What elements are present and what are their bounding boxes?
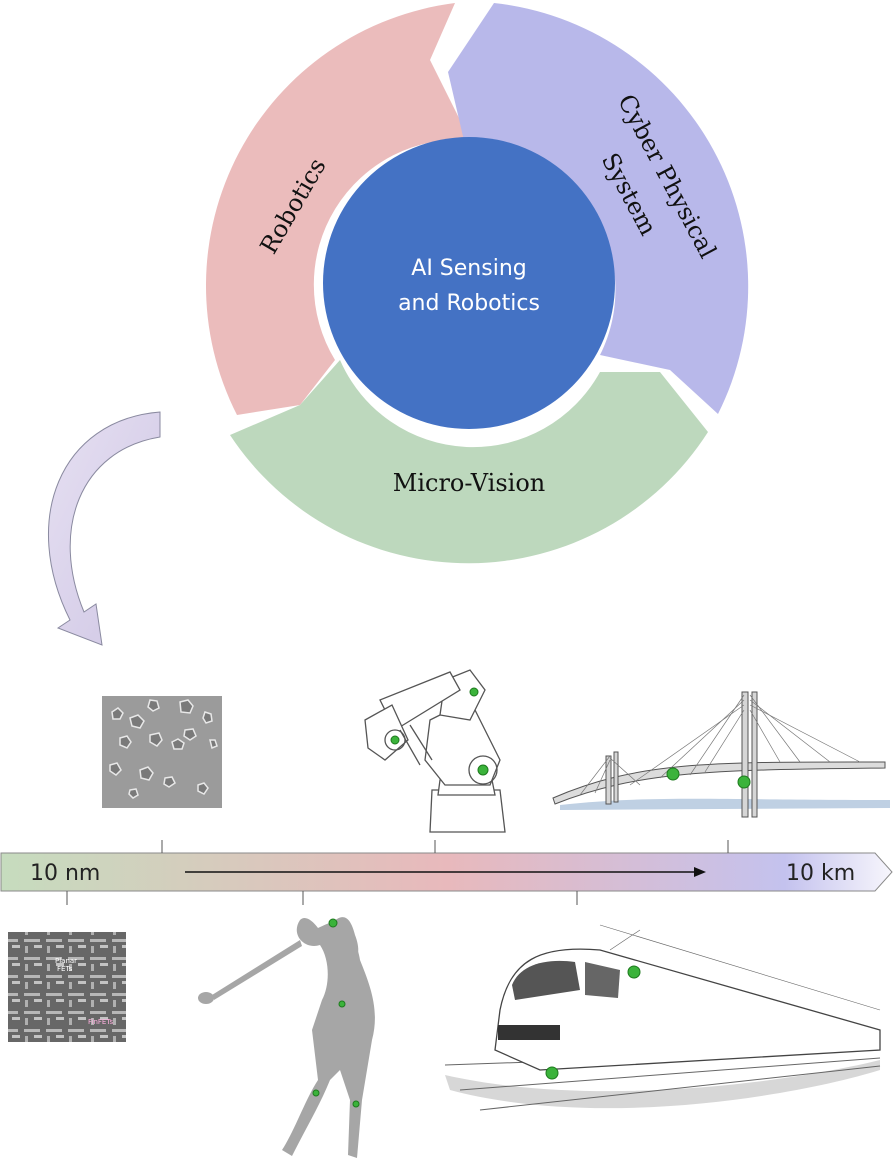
center-label-line2: and Robotics (398, 291, 540, 316)
center-label-line1: AI Sensing (411, 256, 526, 281)
sensor-dot (545, 1066, 559, 1080)
segment-cyber-physical-system (448, 3, 749, 414)
scale-bar: 10 nm 10 km (0, 840, 893, 905)
chip-label-finfet: FinFETs (88, 1018, 113, 1026)
bridge-illustration (552, 691, 890, 818)
sensor-dot (390, 735, 400, 745)
sensor-dots (312, 687, 751, 1108)
scale-inner-arrowhead (694, 867, 706, 877)
cycle-diagram: AI Sensing and Robotics Robotics Cyber P… (205, 3, 749, 564)
train-illustration (444, 924, 881, 1111)
sensor-dot (737, 775, 751, 789)
sensor-dot (469, 687, 479, 697)
golfer-silhouette (198, 917, 375, 1158)
chip-sem-image: Planar FETs FinFETs (8, 932, 126, 1042)
chip-label-planar-line2: FETs (57, 965, 73, 973)
segment-label-micro-vision: Micro-Vision (393, 469, 545, 497)
sensor-dot (338, 1000, 346, 1008)
segment-robotics (205, 3, 470, 415)
scale-left-label: 10 nm (30, 861, 100, 886)
cells-micrograph (102, 696, 222, 808)
robot-arm-illustration (364, 669, 506, 833)
chip-label-planar-line1: Planar (55, 957, 77, 965)
sensor-dot (328, 918, 338, 928)
scale-right-label: 10 km (786, 861, 855, 886)
curved-arrow (48, 411, 161, 646)
segment-micro-vision (230, 360, 708, 564)
center-circle (323, 137, 615, 429)
sensor-dot (312, 1089, 320, 1097)
sensor-dot (666, 767, 680, 781)
sensor-dot (627, 965, 641, 979)
sensor-dot (477, 764, 489, 776)
sensor-dot (352, 1100, 360, 1108)
